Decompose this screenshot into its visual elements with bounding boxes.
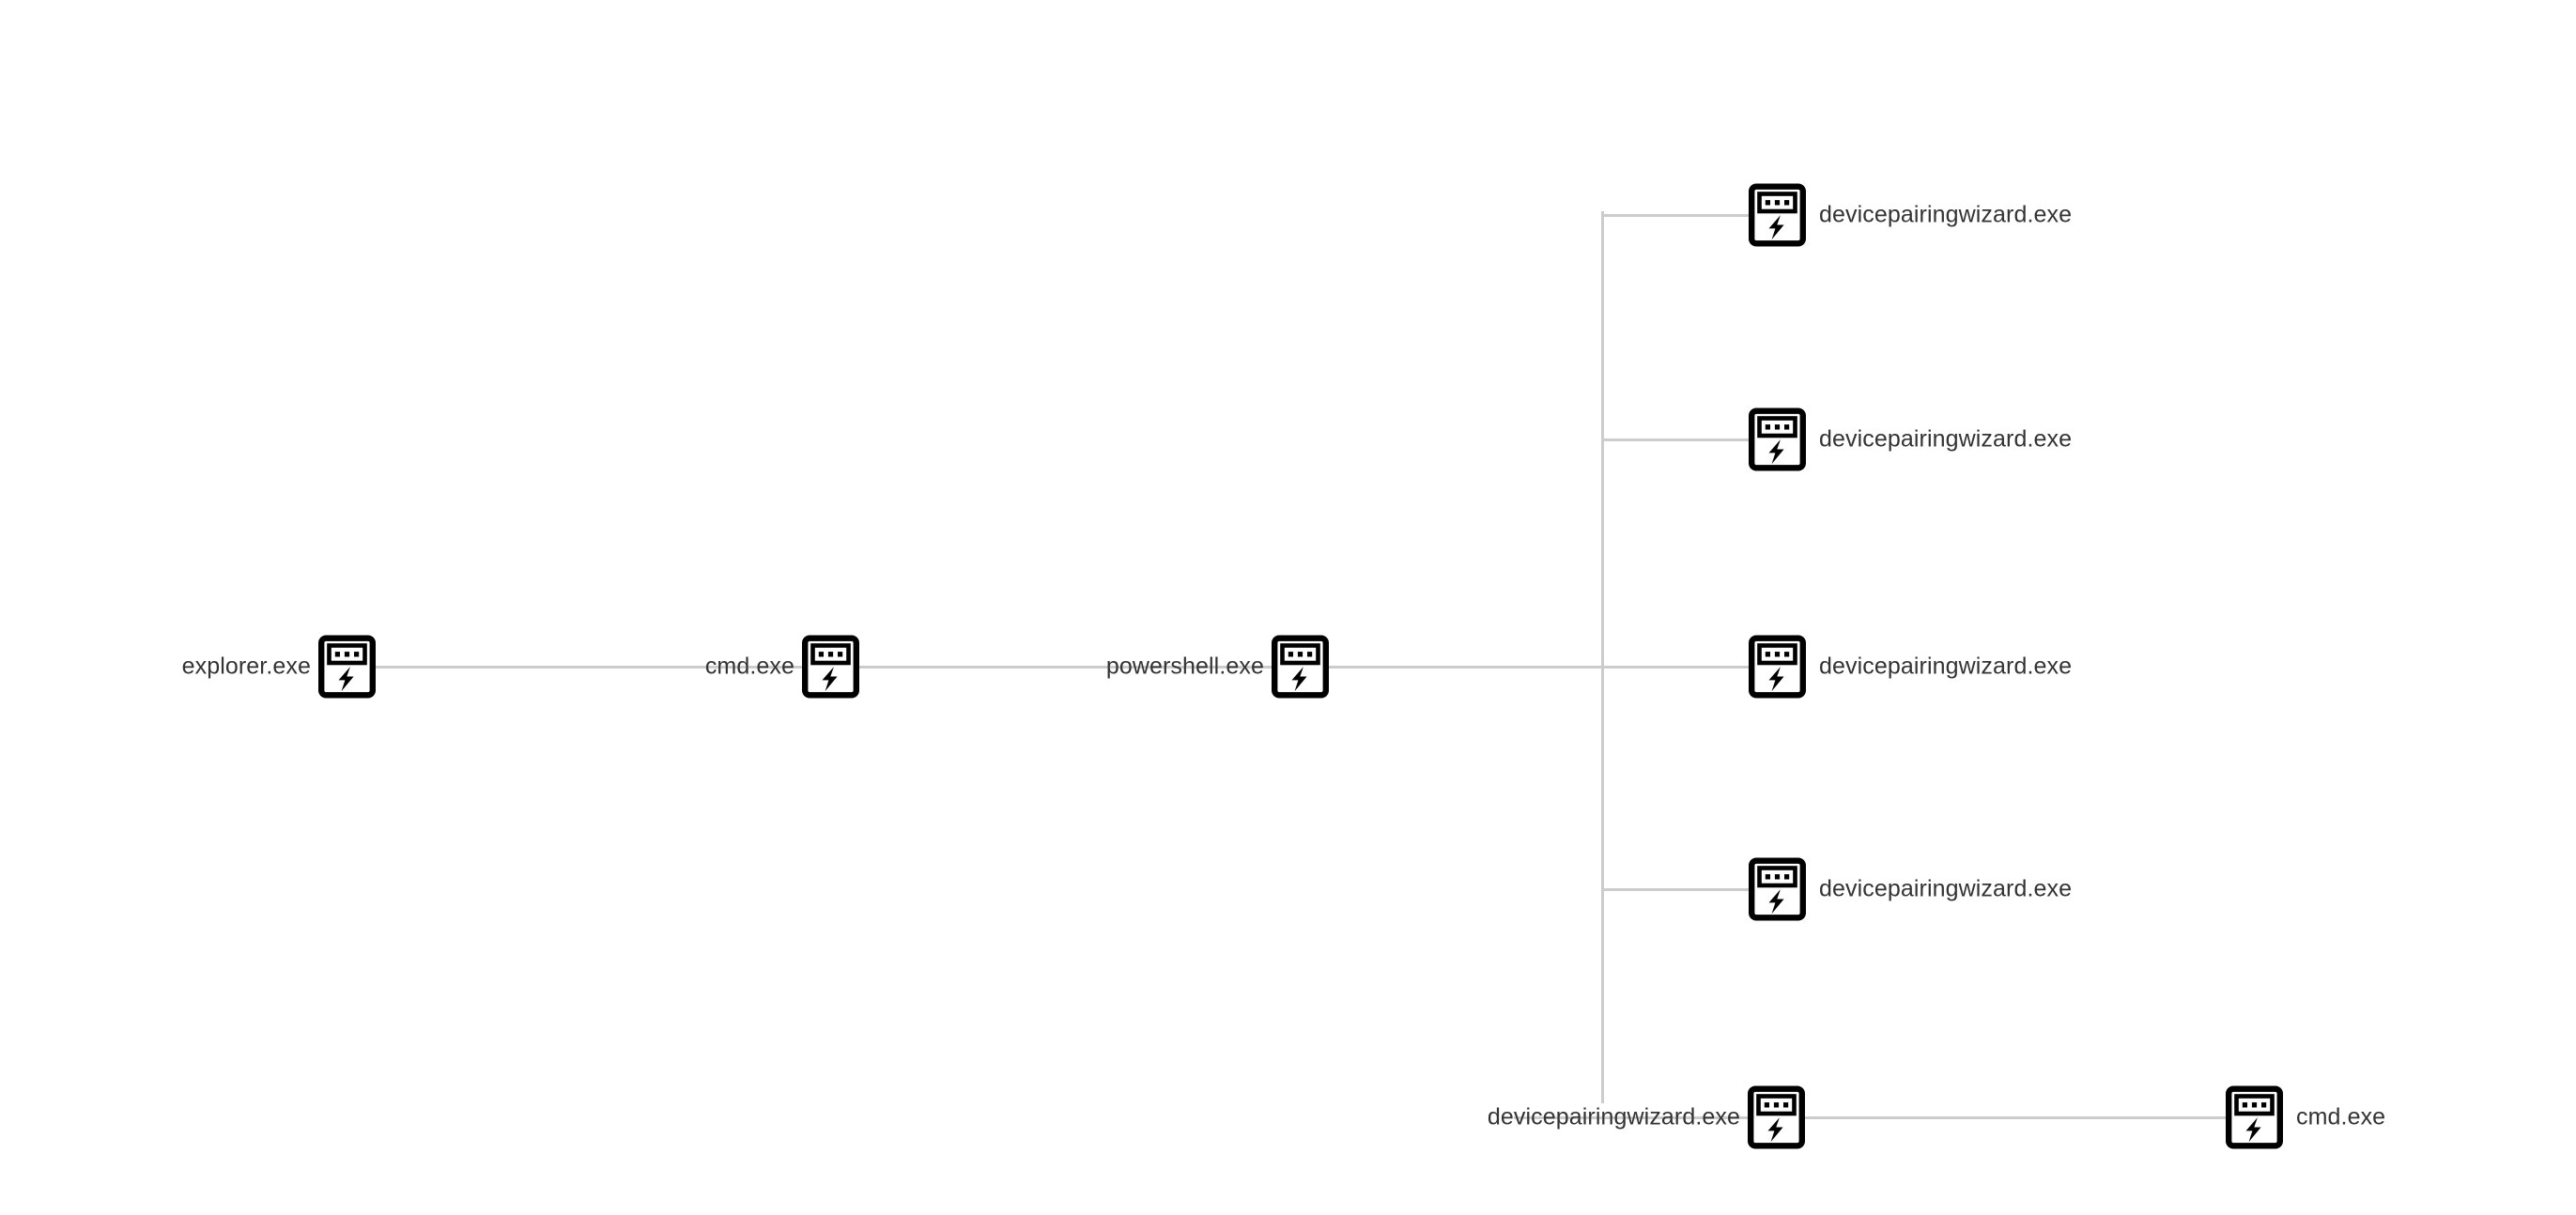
process-executable-icon[interactable] [318,635,376,699]
edge-powershell-to-trunk [1301,666,1780,669]
process-node-label: cmd.exe [2296,1103,2386,1130]
edge-trunk-to-dpw4 [1601,888,1780,891]
edge-explorer-to-cmd1 [376,666,831,669]
process-node-label: devicepairingwizard.exe [1487,1103,1740,1130]
edge-trunk-to-dpw2 [1601,438,1780,441]
process-node-label: powershell.exe [1105,653,1264,680]
process-node-cmd2[interactable]: cmd.exe [2226,1085,2386,1149]
edge-trunk-to-dpw5 [1514,1116,1780,1119]
process-node-dpw4[interactable]: devicepairingwizard.exe [1749,857,2073,921]
process-executable-icon[interactable] [1749,408,1806,471]
process-node-dpw1[interactable]: devicepairingwizard.exe [1749,183,2073,247]
process-executable-icon[interactable] [2226,1085,2283,1149]
edge-trunk-to-dpw1 [1601,214,1780,217]
process-node-dpw2[interactable]: devicepairingwizard.exe [1749,408,2072,471]
process-executable-icon[interactable] [802,635,859,699]
process-executable-icon[interactable] [1748,1085,1805,1149]
process-node-label: cmd.exe [704,653,794,680]
process-executable-icon[interactable] [1749,183,1806,247]
edge-cmd1-to-powershell [859,666,1301,669]
process-node-label: devicepairingwizard.exe [1819,875,2073,902]
process-node-dpw5[interactable]: devicepairingwizard.exe [0,1085,1805,1149]
process-node-powershell[interactable]: powershell.exe [0,635,1329,699]
process-node-label: devicepairingwizard.exe [1819,201,2073,228]
process-node-explorer[interactable]: explorer.exe [0,635,376,699]
process-node-label: devicepairingwizard.exe [1819,425,2073,453]
process-node-dpw3[interactable]: devicepairingwizard.exe [1749,635,2073,699]
process-node-label: explorer.exe [181,653,311,680]
process-node-cmd1[interactable]: cmd.exe [0,635,859,699]
process-executable-icon[interactable] [1749,857,1806,921]
edge-trunk-to-dpw3 [1601,666,1780,669]
edge-dpw5-to-cmd2 [1805,1116,2228,1119]
edge-trunk-top-to-trunk-bottom [1601,211,1604,1103]
process-node-label: devicepairingwizard.exe [1819,653,2073,680]
process-executable-icon[interactable] [1272,635,1329,699]
process-executable-icon[interactable] [1749,635,1806,699]
